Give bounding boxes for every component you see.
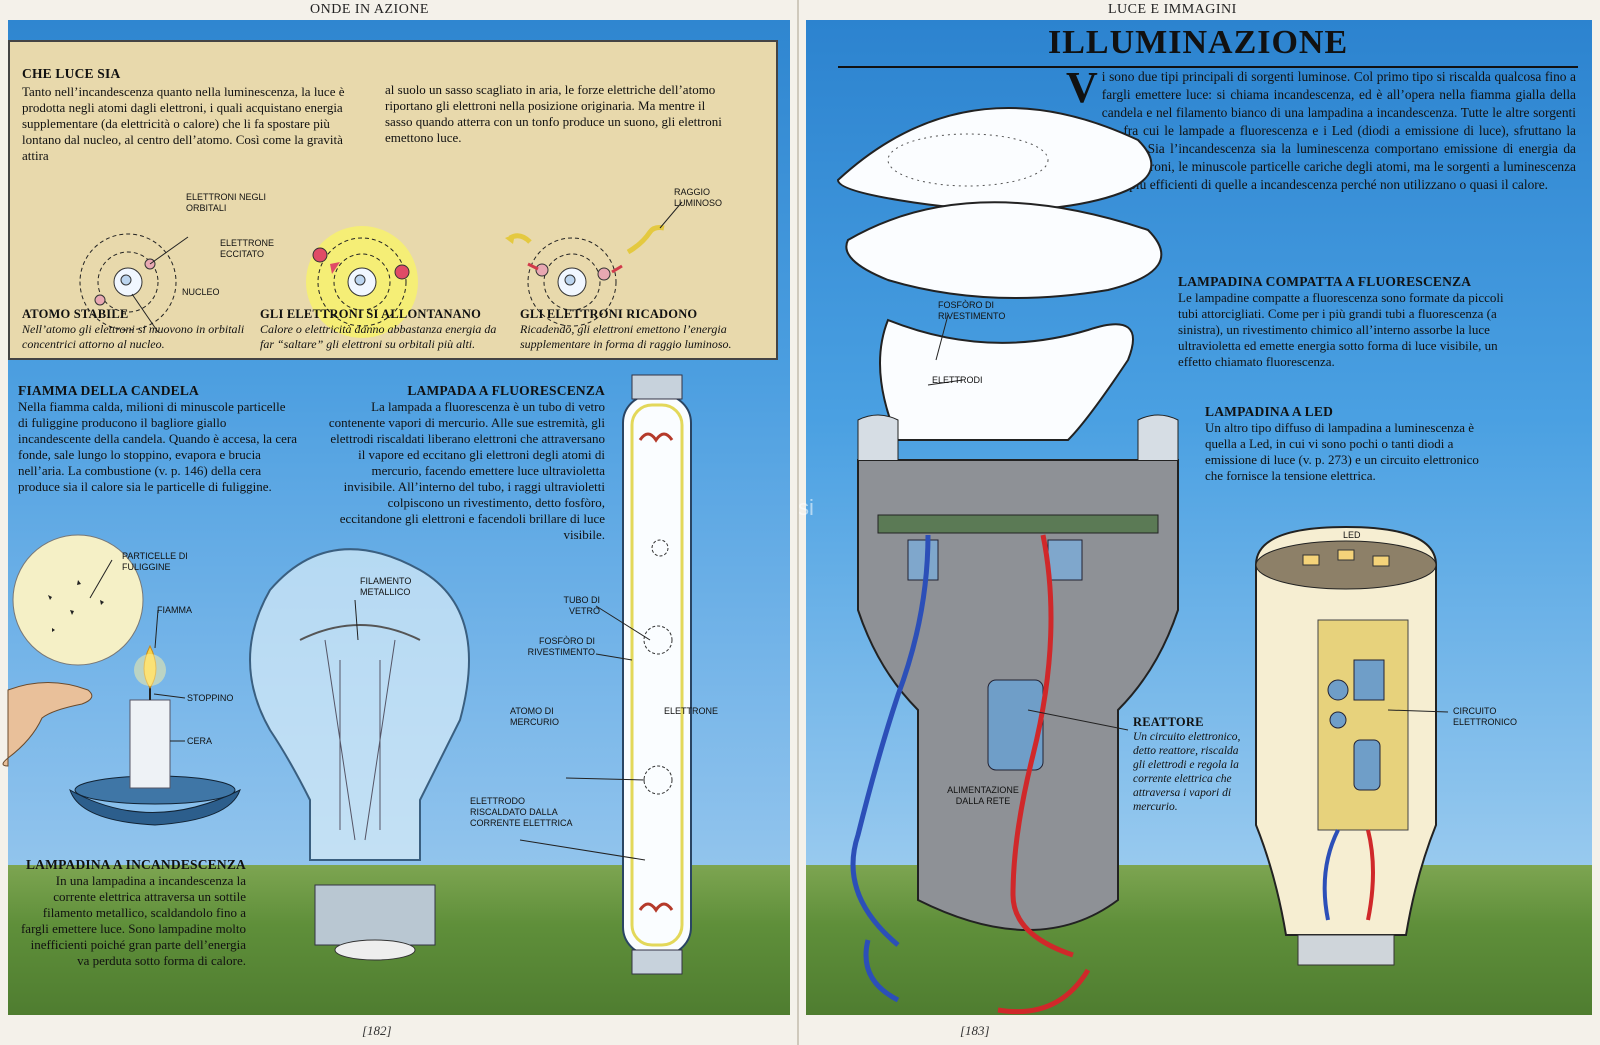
label-cera: CERA <box>187 736 213 746</box>
label-elettrone: ELETTRONE <box>664 706 719 716</box>
label-tubo: TUBO DI VETRO <box>563 595 600 616</box>
cfl-capacitor <box>987 679 1044 771</box>
caption-title: GLI ELETTRONI RICADONO <box>520 307 698 321</box>
watermark: macrolibrarsi <box>798 495 814 520</box>
running-head-left: ONDE IN AZIONE <box>310 2 429 17</box>
page-number-right: [183] <box>960 1023 990 1038</box>
box-text-col1: Tanto nell’incandescenza quanto nella lu… <box>22 84 345 163</box>
incandescent-bulb <box>249 548 470 861</box>
caption-text: Ricadendo, gli elettroni emettono l’ener… <box>520 322 732 351</box>
reattore-caption: REATTORE Un circuito elettronico, detto … <box>1133 715 1243 814</box>
caption-ricadono: GLI ELETTRONI RICADONO Ricadendo, gli el… <box>520 307 765 352</box>
led-text: Un altro tipo diffuso di lampadina a lum… <box>1205 420 1479 483</box>
caption-title: GLI ELETTRONI SI ALLONTANANO <box>260 307 482 321</box>
candle-section: FIAMMA DELLA CANDELA Nella fiamma calda,… <box>18 383 298 495</box>
label-raggio: RAGGIO LUMINOSO <box>674 187 723 208</box>
reattore-title: REATTORE <box>1133 715 1204 729</box>
left-illustrations <box>2 374 692 975</box>
label-nucleo: NUCLEO <box>182 287 220 297</box>
label-eccitato: ELETTRONE ECCITATO <box>220 238 275 259</box>
soot-particles-closeup <box>12 534 144 666</box>
electrode-bottom <box>638 902 674 913</box>
page-title: ILLUMINAZIONE <box>1048 24 1349 61</box>
led-heading: LAMPADINA A LED <box>1205 404 1334 419</box>
label-fosforo: FOSFÒRO DI RIVESTIMENTO <box>527 636 595 657</box>
atom-diagrams <box>79 201 683 338</box>
cfl-heading: LAMPADINA COMPATTA A FLUORESCENZA <box>1178 274 1472 289</box>
fluorescent-section: LAMPADA A FLUORESCENZA La lampada a fluo… <box>325 383 605 543</box>
box-heading: CHE LUCE SIA <box>22 66 121 81</box>
label-alimentazione: ALIMENTAZIONE DALLA RETE <box>947 785 1019 806</box>
caption-si-allontanano: GLI ELETTRONI SI ALLONTANANO Calore o el… <box>260 307 505 352</box>
left-page: ONDE IN AZIONE CHE LUCE SIA Tanto nell’i… <box>0 0 798 1045</box>
hand-illustration <box>2 682 93 767</box>
candle-holder <box>69 788 241 826</box>
candle-heading: FIAMMA DELLA CANDELA <box>18 383 200 398</box>
candle-wax <box>129 699 171 789</box>
label-circuito: CIRCUITO ELETTRONICO <box>1453 706 1518 727</box>
incandescent-text: In una lampadina a incandescenza la corr… <box>20 873 246 968</box>
caption-atomo-stabile: ATOMO STABILE Nell’atomo gli elettroni s… <box>22 307 252 352</box>
label-elettrodo: ELETTRODO RISCALDATO DALLA CORRENTE ELET… <box>470 796 573 828</box>
label-elettrodi: ELETTRODI <box>932 375 983 385</box>
bulb-base <box>314 884 436 946</box>
incandescent-section: LAMPADINA A INCANDESCENZA In una lampadi… <box>18 857 246 969</box>
page-number-left: [182] <box>362 1023 392 1038</box>
label-atomo: ATOMO DI MERCURIO <box>510 706 559 727</box>
label-filamento: FILAMENTO METALLICO <box>360 576 412 597</box>
candle-text: Nella fiamma calda, milioni di minuscole… <box>18 399 297 494</box>
cfl-text: Le lampadine compatte a fluorescenza son… <box>1178 290 1504 369</box>
label-stoppino: STOPPINO <box>187 693 234 703</box>
label-elettroni: ELETTRONI NEGLI ORBITALI <box>186 192 267 213</box>
box-text-col2: al suolo un sasso scagliato in aria, le … <box>385 82 722 145</box>
incandescent-heading: LAMPADINA A INCANDESCENZA <box>25 857 246 872</box>
title-rule <box>838 66 1578 68</box>
cfl-circuit-board <box>877 514 1159 534</box>
wire-red <box>1010 534 1074 958</box>
caption-title: ATOMO STABILE <box>22 307 129 321</box>
label-particelle: PARTICELLE DI FULIGGINE <box>122 551 188 572</box>
right-illustrations <box>836 107 1449 1015</box>
atom-excited-diagram <box>306 226 418 338</box>
spine-gutter <box>797 0 799 1045</box>
caption-text: Calore o elettricità danno abbastanza en… <box>260 322 497 351</box>
che-luce-sia-box: CHE LUCE SIA Tanto nell’incandescenza qu… <box>8 40 778 360</box>
fluorescent-heading: LAMPADA A FLUORESCENZA <box>407 383 605 398</box>
label-led: LED <box>1343 530 1361 540</box>
caption-text: Nell’atomo gli elettroni si muovono in o… <box>22 322 245 351</box>
reattore-text: Un circuito elettronico, detto reattore,… <box>1133 731 1241 813</box>
intro-text: i sono due tipi principali di sorgenti l… <box>1066 69 1576 192</box>
led-section: LAMPADINA A LED Un altro tipo diffuso di… <box>1205 404 1495 484</box>
label-fiamma: FIAMMA <box>157 605 192 615</box>
label-cfl-fosforo: FOSFÒRO DI RIVESTIMENTO <box>938 300 1006 321</box>
atom-stable-diagram <box>79 233 189 333</box>
fluorescent-text: La lampada a fluorescenza è un tubo di v… <box>328 399 605 542</box>
drop-cap: V <box>1066 63 1098 112</box>
cfl-spiral-tubes <box>836 107 1163 441</box>
cfl-section: LAMPADINA COMPATTA A FLUORESCENZA Le lam… <box>1178 274 1508 370</box>
atom-falling-diagram <box>505 201 683 327</box>
wire-blue <box>850 534 931 947</box>
running-head-right: LUCE E IMMAGINI <box>1108 2 1237 17</box>
electrode-top <box>638 432 674 443</box>
